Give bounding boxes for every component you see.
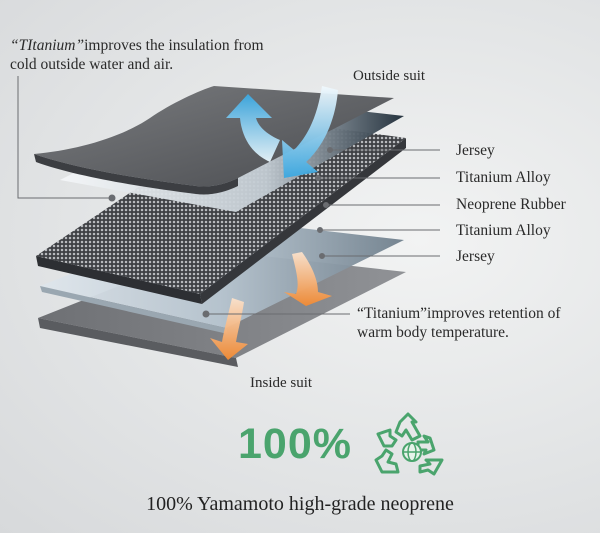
layer-label-jersey-outer: Jersey (456, 142, 495, 159)
layer-label-titanium-inner: Titanium Alloy (456, 222, 551, 239)
percent-badge: 100% (238, 420, 352, 468)
retention-note-line1: “Titanium”improves retention of (357, 305, 561, 322)
insulation-note-text: improves the insulation from (84, 37, 264, 54)
recycle-icon (374, 412, 444, 476)
outside-suit-label: Outside suit (353, 68, 426, 84)
layer-jersey-outer (34, 86, 394, 195)
insulation-note-title: “TItanium” (10, 37, 85, 54)
layer-label-neoprene: Neoprene Rubber (456, 196, 566, 213)
caption: 100% Yamamoto high-grade neoprene (146, 493, 454, 515)
layer-label-titanium-outer: Titanium Alloy (456, 169, 551, 186)
callout-lines (17, 76, 440, 318)
insulation-note: “TItanium”improves the insulation from c… (10, 36, 264, 74)
inside-suit-label: Inside suit (250, 375, 313, 391)
retention-note: “Titanium”improves retention of warm bod… (357, 304, 560, 342)
retention-note-line2: warm body temperature. (357, 324, 509, 341)
insulation-note-line2: cold outside water and air. (10, 56, 174, 73)
layer-label-jersey-inner: Jersey (456, 248, 495, 265)
globe-icon (402, 442, 422, 462)
blue-arrow-icon (226, 86, 338, 178)
